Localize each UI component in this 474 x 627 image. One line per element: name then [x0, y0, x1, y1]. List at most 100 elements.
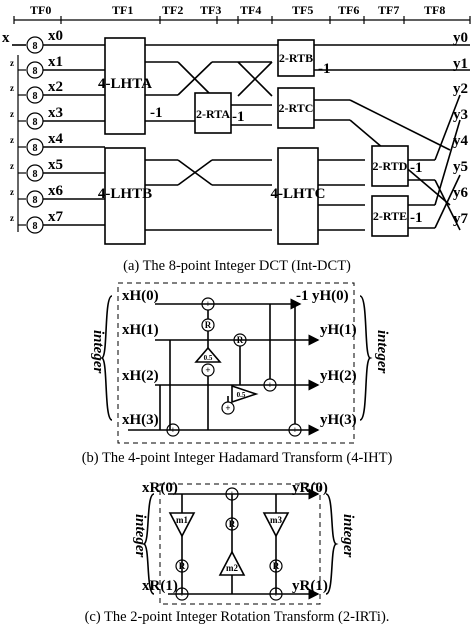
svg-text:+: +	[179, 589, 184, 599]
b-side-right: integer	[374, 330, 390, 373]
svg-text:z: z	[10, 161, 14, 171]
neg-label-1: -1	[150, 105, 163, 121]
svg-text:R: R	[179, 561, 186, 571]
output-y3: y3	[453, 107, 468, 123]
svg-text:+: +	[225, 403, 230, 413]
frame-b	[117, 282, 355, 444]
input-x0: x0	[48, 28, 63, 44]
stage-label-tf0: TF0	[30, 3, 51, 17]
caption-c: (c) The 2-point Integer Rotation Transfo…	[85, 609, 390, 625]
gain-triangle-2	[231, 384, 259, 404]
block-2-rt-d	[371, 145, 409, 187]
stage-label-tf3: TF3	[200, 3, 221, 17]
block-4-lht-a	[104, 37, 146, 135]
block-label-2-rt-b: 2-RTB	[279, 51, 313, 65]
input-x4: x4	[48, 131, 64, 147]
panel-c-2-irt: xR(0) xR(1) yR(0) yR(1) +++ RRR m1 m2 m3…	[85, 480, 390, 625]
output-y1: y1	[453, 56, 468, 72]
svg-text:R: R	[237, 335, 244, 345]
svg-text:R: R	[273, 561, 280, 571]
svg-text:z: z	[10, 187, 14, 197]
b-gain-1: 0.5	[204, 354, 213, 362]
b-output-2: yH(2)	[320, 368, 357, 384]
input-x3: x3	[48, 105, 63, 121]
block-label-4-lht-b: 4-LHTB	[98, 186, 152, 202]
input-x5: x5	[48, 157, 63, 173]
output-y4: y4	[453, 133, 469, 149]
output-y5: y5	[453, 159, 468, 175]
block-2-rt-c	[277, 87, 315, 129]
svg-text:+: +	[205, 365, 210, 375]
b-output-0: yH(0)	[312, 288, 349, 304]
c-mult-1: m1	[176, 515, 188, 525]
output-y2: y2	[453, 81, 468, 97]
svg-text:8: 8	[33, 91, 38, 102]
frame-c	[159, 483, 321, 605]
panel-b-4-iht: xH(0) xH(1) xH(2) xH(3) yH(0) yH(1) yH(2…	[82, 282, 392, 466]
neg-label-4: -1	[410, 160, 423, 176]
stage-label-tf8: TF8	[424, 3, 445, 17]
svg-text:8: 8	[33, 143, 38, 154]
b-neg-label: -1	[296, 288, 309, 304]
caption-a: (a) The 8-point Integer DCT (Int-DCT)	[123, 258, 351, 274]
block-label-4-lht-a: 4-LHTA	[98, 76, 152, 92]
svg-text:R: R	[205, 320, 212, 330]
panel-a-int-dct: TF0 TF1 TF2 TF3 TF4 TF5 TF6 TF7 TF8 x z z…	[2, 3, 471, 274]
output-y7: y7	[453, 211, 469, 227]
svg-text:8: 8	[33, 66, 38, 77]
block-label-2-rt-c: 2-RTC	[279, 101, 314, 115]
b-output-1: yH(1)	[320, 322, 357, 338]
block-label-2-rt-a: 2-RTA	[196, 107, 230, 121]
mult-triangle-2	[218, 550, 246, 576]
c-input-1: xR(1)	[142, 578, 178, 594]
stage-label-tf2: TF2	[162, 3, 183, 17]
svg-text:z: z	[10, 213, 14, 223]
b-input-0: xH(0)	[122, 288, 159, 304]
svg-text:+: +	[273, 589, 278, 599]
b-gain-2: 0.5	[237, 391, 246, 399]
input-x7: x7	[48, 209, 64, 225]
svg-text:z: z	[10, 83, 14, 93]
block-2-rt-a	[194, 92, 232, 134]
b-input-3: xH(3)	[122, 412, 159, 428]
neg-label-5: -1	[410, 210, 423, 226]
svg-text:+: +	[292, 425, 297, 435]
c-input-0: xR(0)	[142, 480, 178, 496]
svg-text:z: z	[10, 135, 14, 145]
stage-label-tf4: TF4	[240, 3, 261, 17]
block-2-rt-e	[371, 195, 409, 237]
mult-triangle-3	[262, 512, 290, 538]
gain-triangle-1	[194, 346, 222, 363]
stage-label-tf1: TF1	[112, 3, 133, 17]
svg-text:z: z	[10, 109, 14, 119]
mult-triangle-1	[168, 512, 196, 538]
b-input-2: xH(2)	[122, 368, 159, 384]
input-x6: x6	[48, 183, 64, 199]
c-mult-3: m3	[270, 515, 282, 525]
svg-text:R: R	[229, 519, 236, 529]
svg-text:+: +	[205, 299, 210, 309]
input-x2: x2	[48, 79, 63, 95]
c-side-left: integer	[132, 514, 148, 557]
svg-text:+: +	[267, 380, 272, 390]
svg-text:8: 8	[33, 169, 38, 180]
block-label-4-lht-c: 4-LHTC	[270, 186, 325, 202]
b-input-1: xH(1)	[122, 322, 159, 338]
svg-text:+: +	[229, 489, 234, 499]
svg-text:+: +	[170, 425, 175, 435]
stage-label-tf6: TF6	[338, 3, 359, 17]
neg-label-3: -1	[318, 61, 331, 77]
input-x1: x1	[48, 54, 63, 70]
svg-text:8: 8	[33, 221, 38, 232]
stage-label-tf5: TF5	[292, 3, 313, 17]
svg-text:z: z	[10, 58, 14, 68]
block-label-2-rt-e: 2-RTE	[373, 209, 407, 223]
input-label-x: x	[2, 30, 10, 46]
output-y0: y0	[453, 30, 468, 46]
block-2-rt-b	[277, 39, 315, 77]
block-4-lht-b	[104, 147, 146, 245]
c-output-1: yR(1)	[292, 578, 328, 594]
b-side-left: integer	[90, 330, 106, 373]
stage-label-tf7: TF7	[378, 3, 399, 17]
